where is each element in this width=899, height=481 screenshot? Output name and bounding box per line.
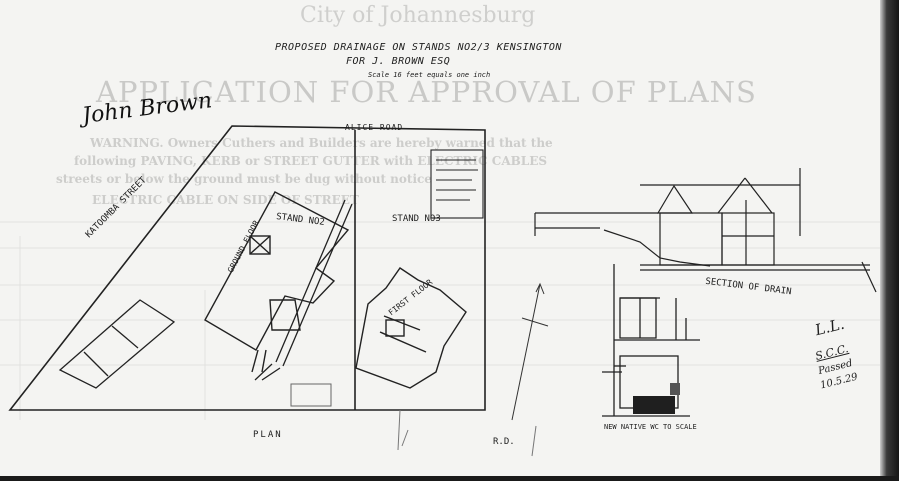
native-wc-section bbox=[602, 264, 700, 417]
drainage-drawing bbox=[0, 125, 880, 457]
photo-edge-bottom bbox=[0, 476, 899, 481]
faint-form-line: WARNING. Owners Cuthers and Builders are… bbox=[90, 136, 553, 150]
house-stand-2 bbox=[204, 191, 350, 373]
north-arrow bbox=[511, 282, 549, 421]
native-wc-label: NEW NATIVE WC TO SCALE bbox=[604, 423, 697, 431]
outbuilding bbox=[58, 299, 176, 389]
drawing-title: PROPOSED DRAINAGE ON STANDS NO2/3 KENSIN… bbox=[275, 42, 562, 53]
drawing-owner: FOR J. BROWN ESQ bbox=[346, 56, 451, 67]
application-heading: APPLICATION FOR APPROVAL OF PLANS bbox=[96, 75, 757, 109]
faint-form-line: ELECTRIC CABLE ON SIDE OF STREET bbox=[92, 193, 359, 207]
stand-3-label: STAND NO3 bbox=[392, 214, 441, 224]
site-boundary bbox=[8, 125, 486, 411]
rd-mark: R.D. bbox=[493, 437, 515, 447]
scale-note: Scale 16 feet equals one inch bbox=[368, 71, 491, 79]
plan-label: PLAN bbox=[253, 430, 283, 440]
photo-edge bbox=[880, 0, 899, 481]
specification-note bbox=[430, 149, 484, 219]
section-elevation bbox=[534, 168, 877, 293]
city-heading: City of Johannesburg bbox=[300, 3, 536, 28]
drain-run bbox=[254, 199, 353, 381]
faint-form-line: following PAVING, KERB or STREET GUTTER … bbox=[74, 154, 548, 168]
plan-sheet: City of Johannesburg APPLICATION FOR APP… bbox=[0, 0, 880, 476]
faint-form-line: streets or below the ground must be dug … bbox=[56, 172, 432, 186]
road-label: ALICE ROAD bbox=[345, 123, 404, 132]
house-stand-3 bbox=[355, 267, 467, 389]
native-wc-fill bbox=[633, 396, 675, 414]
